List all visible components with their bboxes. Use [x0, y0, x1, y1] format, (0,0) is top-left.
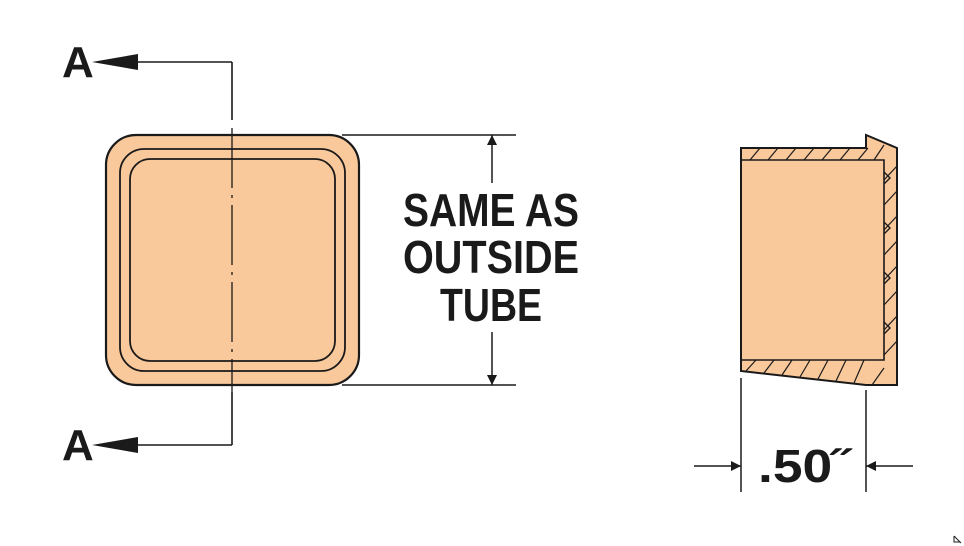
cursor-icon — [953, 535, 962, 544]
dimension-text-line-1: SAME AS — [403, 184, 579, 236]
hatch-bottom-wall — [745, 359, 885, 386]
section-cut-bottom: A — [62, 392, 233, 470]
side-section-view — [740, 133, 898, 386]
section-label-top: A — [62, 38, 94, 87]
section-label-bottom: A — [62, 421, 94, 470]
hatch-top-wall — [749, 144, 885, 161]
length-dimension: .50˝ — [694, 378, 913, 492]
height-dimension: SAME AS OUTSIDE TUBE — [342, 134, 579, 386]
dimension-text-line-2: OUTSIDE — [403, 231, 579, 283]
dimension-text-line-3: TUBE — [440, 279, 542, 331]
length-dimension-label: .50˝ — [758, 440, 853, 492]
arrow-left-icon — [92, 437, 138, 453]
section-cut-top: A — [62, 38, 233, 120]
rib-notches — [883, 171, 891, 335]
front-view — [104, 128, 361, 392]
hatch-end-wall — [883, 165, 898, 356]
arrow-left-icon — [92, 54, 138, 70]
